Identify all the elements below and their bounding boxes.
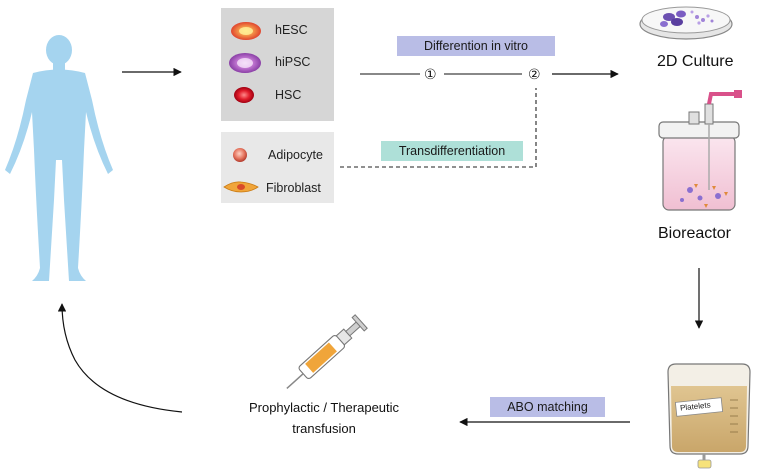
hsc-cell-icon <box>233 86 255 109</box>
bioreactor-label: Bioreactor <box>658 225 731 242</box>
abo-matching-tag: ABO matching <box>490 397 605 417</box>
hesc-cell-icon <box>230 21 262 46</box>
culture-2d-label: 2D Culture <box>657 53 734 70</box>
differentiation-tag: Differention in vitro <box>397 36 555 56</box>
step-2-marker: ② <box>528 66 541 82</box>
transdifferentiation-tag: Transdifferentiation <box>381 141 523 161</box>
transdifferentiation-dashed-line <box>340 88 537 168</box>
hesc-label: hESC <box>275 23 308 37</box>
arrow-transfusion-to-human <box>57 303 183 413</box>
hsc-label: HSC <box>275 88 302 102</box>
fibroblast-label: Fibroblast <box>266 181 321 195</box>
petri-dish-icon <box>639 6 733 40</box>
syringe-icon <box>286 314 368 390</box>
fibroblast-cell-icon <box>223 180 259 199</box>
adipocyte-label: Adipocyte <box>268 148 323 162</box>
hipsc-cell-icon <box>228 52 262 79</box>
transfusion-caption: Prophylactic / Therapeutic transfusion <box>228 397 420 439</box>
adipocyte-cell-icon <box>232 147 248 168</box>
human-body-icon <box>5 35 113 281</box>
platelet-bag-icon <box>667 363 751 469</box>
transfusion-caption-line1: Prophylactic / Therapeutic <box>248 400 400 415</box>
bioreactor-icon <box>658 90 742 211</box>
hipsc-label: hiPSC <box>275 55 311 69</box>
step-1-marker: ① <box>424 66 437 82</box>
transfusion-caption-line2: transfusion <box>292 421 356 436</box>
